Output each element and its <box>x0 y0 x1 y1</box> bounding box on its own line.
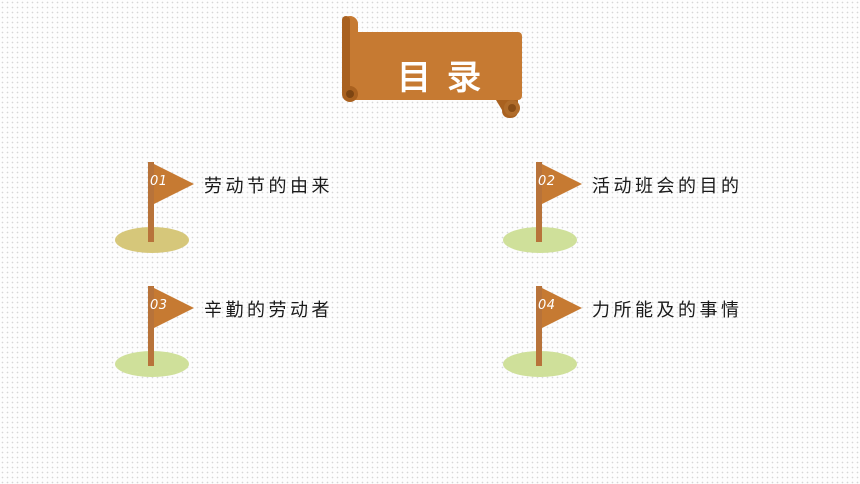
page-title: 目录 <box>397 57 497 98</box>
flag-icon <box>503 162 582 253</box>
item-label: 劳动节的由来 <box>204 176 333 197</box>
item-label: 力所能及的事情 <box>592 300 743 321</box>
flag-icon <box>115 286 194 377</box>
list-item[interactable]: 02 活动班会的目的 <box>500 160 780 260</box>
title-banner: 目录 <box>336 14 526 120</box>
flag-icon <box>115 162 194 253</box>
scroll-icon <box>342 16 522 118</box>
item-number: 01 <box>150 174 168 189</box>
list-item[interactable]: 04 力所能及的事情 <box>500 284 780 384</box>
item-number: 03 <box>150 298 168 313</box>
flag-icon <box>503 286 582 377</box>
item-number: 04 <box>538 298 556 313</box>
list-item[interactable]: 01 劳动节的由来 <box>112 160 392 260</box>
item-label: 活动班会的目的 <box>592 176 743 197</box>
item-number: 02 <box>538 174 556 189</box>
list-item[interactable]: 03 辛勤的劳动者 <box>112 284 392 384</box>
item-label: 辛勤的劳动者 <box>204 300 333 321</box>
